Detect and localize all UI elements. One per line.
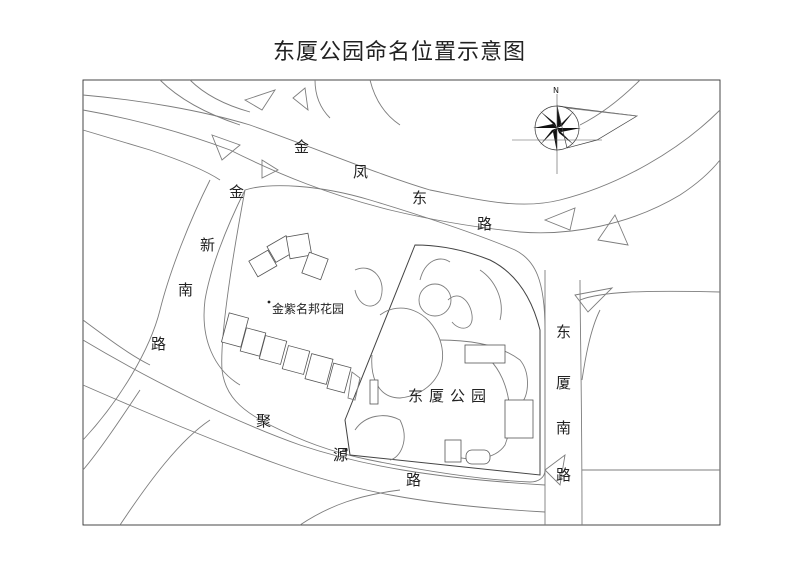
traffic-island [597,214,629,246]
traffic-island [574,287,614,313]
compass-north-label: N [553,86,559,95]
road-label-jinxin: 新 [200,236,215,254]
park-label: 东厦公园 [408,387,492,405]
road-label-dongxia: 厦 [556,374,571,392]
dongxia-road-east-edge [579,279,583,526]
estate-label: 金紫名邦花园 [272,301,344,316]
site-marker [267,300,271,304]
traffic-island [211,134,241,161]
road-label-jinxin: 路 [151,335,166,353]
jinxin-road-west-edge [82,179,211,441]
jinfeng-road-north-edge [82,94,721,205]
road-label-jinxin: 南 [178,281,193,299]
map-frame [82,79,721,526]
road-label-juyuan: 聚 [256,412,271,430]
road-label-juyuan: 路 [406,471,421,489]
road-label-dongxia: 东 [556,323,571,341]
road-label-jinfeng: 金 [294,138,309,156]
jinfeng-road-south-edge [82,109,721,234]
road-label-jinfeng: 路 [477,215,492,233]
north-arrow-icon: N [512,86,639,174]
stage-pavilion [465,449,491,465]
road-label-juyuan: 源 [333,446,348,464]
road-label-dongxia: 南 [556,419,571,437]
jinxin-road-east-edge [203,189,246,386]
central-block-outline [221,185,546,483]
traffic-island [261,159,279,179]
road-label-jinxin: 金 [229,183,244,201]
traffic-island [243,89,277,111]
park-features [347,258,534,465]
traffic-island [544,453,566,486]
juyuan-road-north-edge [82,339,546,486]
page-title: 东厦公园命名位置示意图 [272,40,526,65]
juyuan-road-south-edge [119,419,211,526]
road-label-jinfeng: 东 [412,189,427,207]
estate-buildings [220,232,383,394]
road-label-dongxia: 路 [556,466,571,484]
traffic-island [292,87,309,112]
traffic-island [543,207,576,231]
road-label-jinfeng: 凤 [353,163,368,181]
site-marker [344,448,348,452]
park-boundary [344,244,541,476]
